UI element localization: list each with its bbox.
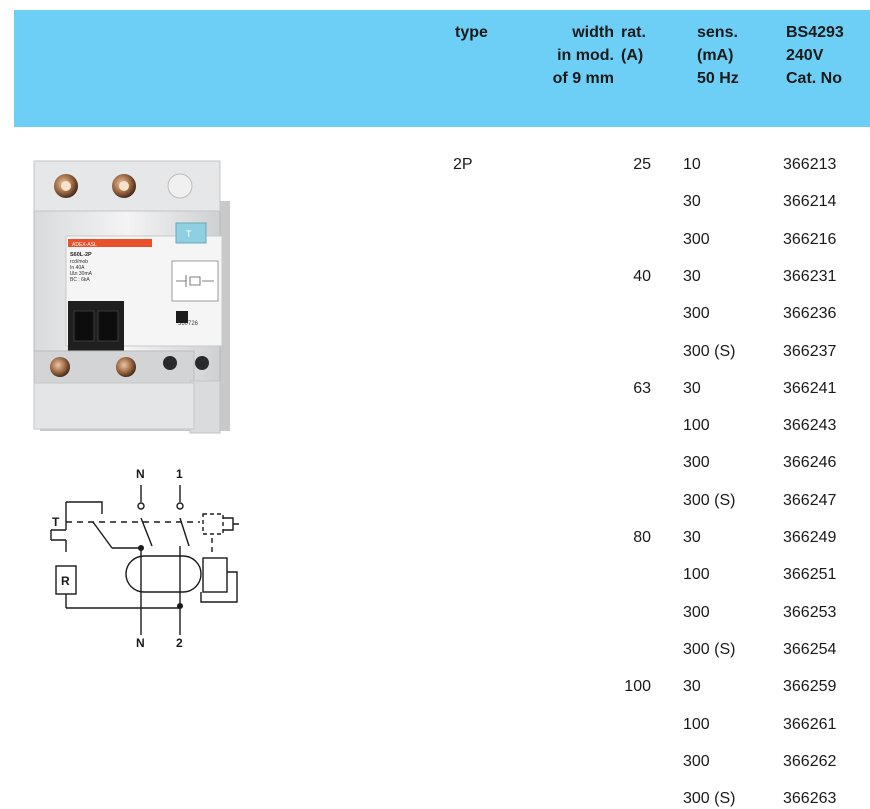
rating-cell: 80 bbox=[633, 529, 651, 546]
rating-cell: 25 bbox=[633, 156, 651, 173]
table-header-band bbox=[14, 10, 870, 127]
sensitivity-cell: 300 (S) bbox=[683, 790, 736, 807]
brand-label: ADEX-ASL bbox=[72, 242, 97, 248]
catalog-number-cell: 366254 bbox=[783, 641, 837, 658]
catalog-number-cell: 366246 bbox=[783, 454, 837, 471]
spec-line: rcd/mob bbox=[70, 259, 88, 265]
catalog-number-cell: 366259 bbox=[783, 678, 837, 695]
test-label: T bbox=[52, 515, 60, 529]
sensitivity-cell: 30 bbox=[683, 380, 701, 397]
product-image-rcd-breaker: ADEX-ASL S60L-2P rcd/mob In 40A IΔn 30mA… bbox=[33, 160, 230, 434]
catalog-number-cell: 366251 bbox=[783, 566, 837, 583]
sensitivity-cell: 300 bbox=[683, 231, 710, 248]
header-rating: rat. (A) bbox=[621, 24, 646, 64]
product-code: 360726 bbox=[178, 321, 199, 327]
model-label: S60L-2P bbox=[70, 252, 92, 258]
sensitivity-cell: 300 bbox=[683, 305, 710, 322]
catalog-number-cell: 366236 bbox=[783, 305, 837, 322]
catalog-number-cell: 366263 bbox=[783, 790, 837, 807]
sensitivity-cell: 300 bbox=[683, 454, 710, 471]
terminal-1-top: 1 bbox=[176, 467, 183, 481]
rating-cell: 40 bbox=[633, 268, 651, 285]
wiring-schematic: N 1 N 2 T R bbox=[50, 467, 239, 650]
catalog-number-cell: 366249 bbox=[783, 529, 837, 546]
catalog-number-cell: 366262 bbox=[783, 753, 837, 770]
sensitivity-cell: 300 (S) bbox=[683, 343, 736, 360]
catalog-number-cell: 366261 bbox=[783, 716, 837, 733]
catalog-number-cell: 366213 bbox=[783, 156, 837, 173]
spec-line: In 40A bbox=[70, 265, 85, 271]
catalog-number-cell: 366253 bbox=[783, 604, 837, 621]
sensitivity-cell: 300 bbox=[683, 604, 710, 621]
type-cell: 2P bbox=[453, 156, 473, 173]
sensitivity-cell: 300 (S) bbox=[683, 492, 736, 509]
header-type: type bbox=[455, 24, 488, 41]
catalog-number-cell: 366247 bbox=[783, 492, 837, 509]
terminal-n-bottom: N bbox=[136, 636, 145, 650]
sensitivity-cell: 30 bbox=[683, 268, 701, 285]
sensitivity-cell: 100 bbox=[683, 716, 710, 733]
catalog-number-cell: 366231 bbox=[783, 268, 837, 285]
terminal-n-top: N bbox=[136, 467, 145, 481]
resistor-label: R bbox=[61, 574, 70, 588]
rating-cell: 63 bbox=[633, 380, 651, 397]
spec-line: IΔn 30mA bbox=[70, 271, 93, 277]
sensitivity-cell: 100 bbox=[683, 417, 710, 434]
spec-line: BC : 6kA bbox=[70, 277, 90, 283]
sensitivity-cell: 10 bbox=[683, 156, 701, 173]
catalog-number-cell: 366237 bbox=[783, 343, 837, 360]
header-sensitivity: sens. (mA) 50 Hz bbox=[697, 24, 739, 87]
sensitivity-cell: 300 bbox=[683, 753, 710, 770]
catalog-number-cell: 366241 bbox=[783, 380, 837, 397]
sensitivity-cell: 30 bbox=[683, 529, 701, 546]
sensitivity-cell: 30 bbox=[683, 193, 701, 210]
sensitivity-cell: 300 (S) bbox=[683, 641, 736, 658]
catalog-number-cell: 366214 bbox=[783, 193, 837, 210]
rating-cell: 100 bbox=[624, 678, 651, 695]
header-catalog: BS4293 240V Cat. No bbox=[786, 24, 844, 87]
test-button-label: T bbox=[186, 229, 192, 239]
header-width: width in mod. of 9 mm bbox=[552, 24, 614, 87]
catalog-number-cell: 366243 bbox=[783, 417, 837, 434]
catalog-number-cell: 366216 bbox=[783, 231, 837, 248]
terminal-2-bottom: 2 bbox=[176, 636, 183, 650]
sensitivity-cell: 100 bbox=[683, 566, 710, 583]
sensitivity-cell: 30 bbox=[683, 678, 701, 695]
